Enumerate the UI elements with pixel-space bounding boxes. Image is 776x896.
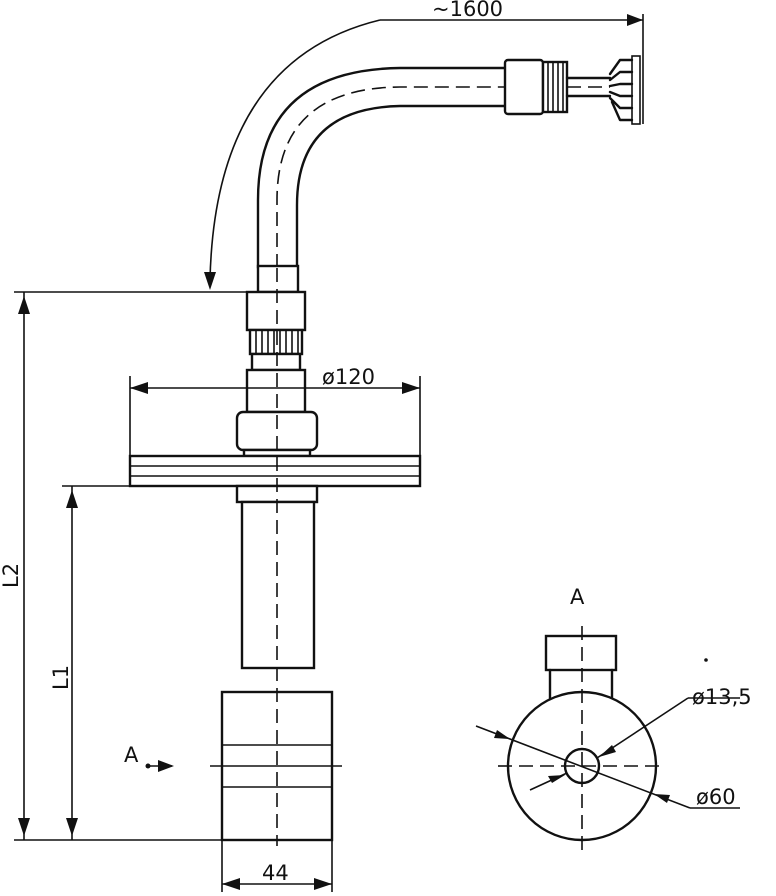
- dimension-l2: L2: [0, 291, 250, 841]
- cable-length-label: ~1600: [432, 0, 503, 21]
- cable-gland: [235, 264, 319, 458]
- flange-diameter-label: ø120: [322, 365, 375, 389]
- view-a: A ø13,5 ø60: [475, 585, 752, 852]
- view-marker-label: A: [124, 743, 139, 767]
- hole-diameter-label: ø13,5: [692, 685, 752, 709]
- view-marker: A: [124, 743, 174, 772]
- float-diameter-label: ø60: [696, 785, 736, 809]
- dimension-float-width: 44: [221, 840, 333, 892]
- float-width-label: 44: [262, 861, 289, 885]
- cable: [256, 66, 507, 270]
- cable-connector: [503, 55, 641, 125]
- float: [210, 690, 342, 842]
- view-a-title: A: [570, 585, 585, 609]
- stem: [235, 484, 319, 670]
- l2-label: L2: [0, 563, 23, 588]
- dimension-l1: L1: [49, 485, 130, 840]
- dimension-cable-length: ~1600: [204, 0, 644, 290]
- l1-label: L1: [49, 665, 73, 690]
- dimension-flange-diameter: ø120: [129, 365, 421, 456]
- flange: [128, 454, 422, 488]
